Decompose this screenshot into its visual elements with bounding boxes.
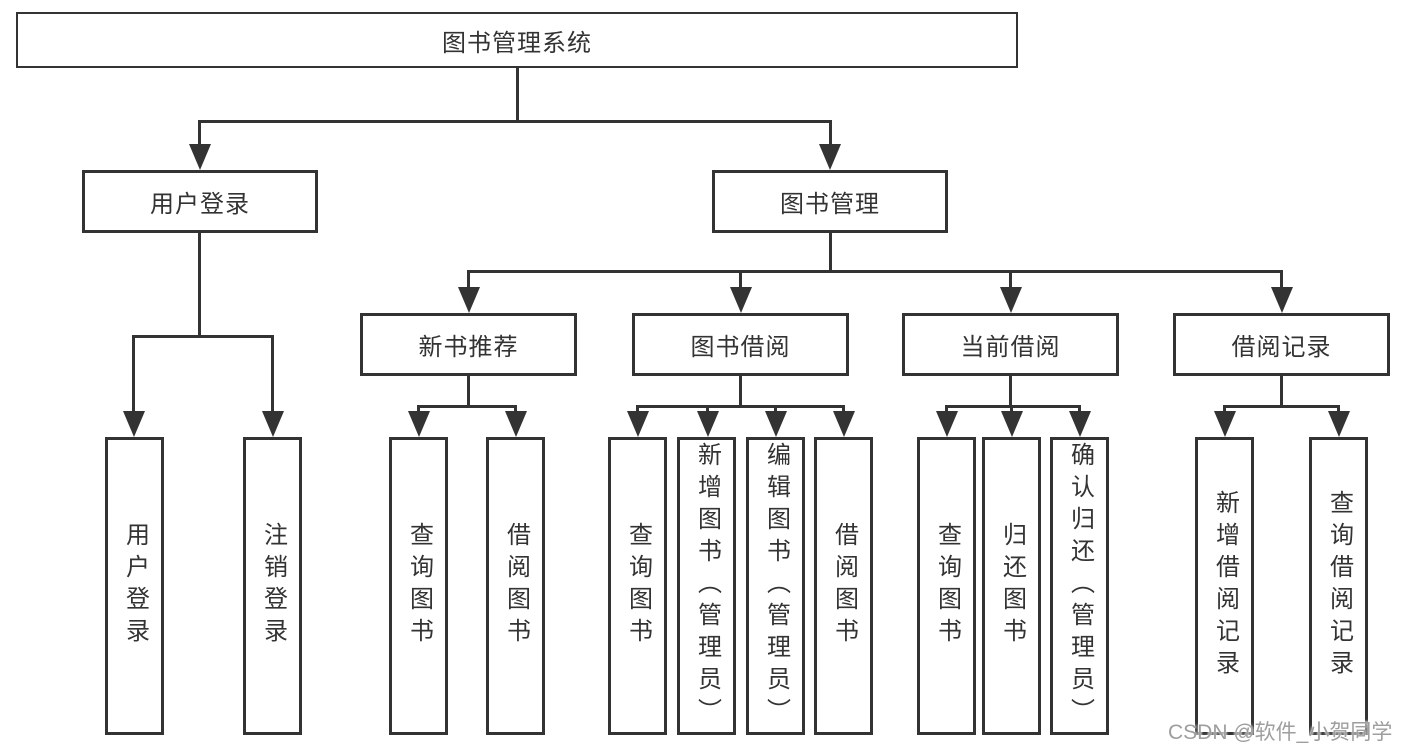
leaf-label: 确认归还（管理员） (1066, 442, 1094, 730)
node-new-book-recommend: 新书推荐 (360, 313, 577, 376)
leaf-label: 借阅图书 (502, 522, 530, 650)
arrow-down-icon (765, 411, 787, 437)
node-book-management: 图书管理 (712, 170, 948, 233)
node-label: 借阅记录 (1231, 334, 1332, 361)
arrow-down-icon (123, 411, 145, 437)
arrow-down-icon (1214, 411, 1236, 437)
connector-line (132, 335, 135, 413)
csdn-watermark: CSDN @软件_小贺同学 (1168, 721, 1393, 744)
node-label: 图书借阅 (690, 334, 791, 361)
node-label: 图书管理 (780, 191, 880, 218)
connector-line (1009, 270, 1012, 290)
connector-line (636, 405, 639, 415)
connector-line (417, 405, 420, 415)
node-label: 当前借阅 (960, 334, 1061, 361)
connector-line (1280, 376, 1283, 407)
node-label: 图书管理系统 (442, 29, 592, 57)
leaf-label: 归还图书 (998, 522, 1026, 650)
arrow-down-icon (1271, 287, 1293, 313)
arrow-down-icon (189, 144, 211, 170)
leaf-label: 借阅图书 (830, 522, 858, 650)
connector-line (706, 405, 709, 415)
leaf-br-add-record: 新增借阅记录 (1195, 437, 1254, 735)
leaf-nb-query-books: 查询图书 (389, 437, 448, 735)
leaf-cb-confirm-return-admin: 确认归还（管理员） (1050, 437, 1109, 735)
leaf-bb-borrow-books: 借阅图书 (814, 437, 873, 735)
node-label: 新书推荐 (418, 334, 519, 361)
connector-line (842, 405, 845, 415)
connector-line (739, 376, 742, 407)
arrow-down-icon (730, 287, 752, 313)
leaf-cb-query-books: 查询图书 (917, 437, 976, 735)
connector-line (829, 233, 832, 272)
arrow-down-icon (458, 287, 480, 313)
leaf-nb-borrow-books: 借阅图书 (486, 437, 545, 735)
connector-line (945, 405, 1081, 408)
leaf-label: 编辑图书（管理员） (762, 442, 790, 730)
connector-line (514, 405, 517, 415)
connector-line (467, 270, 470, 290)
leaf-label: 查询图书 (933, 522, 961, 650)
arrow-down-icon (262, 411, 284, 437)
leaf-logout: 注销登录 (243, 437, 302, 735)
connector-line (516, 68, 519, 120)
connector-line (1078, 405, 1081, 415)
leaf-label: 查询图书 (624, 522, 652, 650)
leaf-bb-edit-book-admin: 编辑图书（管理员） (746, 437, 805, 735)
node-book-borrowing: 图书借阅 (632, 313, 849, 376)
leaf-label: 用户登录 (121, 522, 149, 650)
connector-line (774, 405, 777, 415)
arrow-down-icon (505, 411, 527, 437)
leaf-label: 新增借阅记录 (1211, 490, 1239, 682)
connector-line (945, 405, 948, 415)
connector-line (417, 405, 517, 408)
arrow-down-icon (697, 411, 719, 437)
arrow-down-icon (627, 411, 649, 437)
arrow-down-icon (408, 411, 430, 437)
connector-line (1223, 405, 1339, 408)
leaf-label: 查询借阅记录 (1325, 490, 1353, 682)
arrow-down-icon (1069, 411, 1091, 437)
node-borrowing-records: 借阅记录 (1173, 313, 1390, 376)
arrow-down-icon (936, 411, 958, 437)
leaf-bb-add-book-admin: 新增图书（管理员） (677, 437, 736, 735)
connector-line (198, 120, 832, 123)
leaf-label: 新增图书（管理员） (693, 442, 721, 730)
leaf-label: 查询图书 (405, 522, 433, 650)
arrow-down-icon (1000, 287, 1022, 313)
connector-line (271, 335, 274, 413)
leaf-br-query-record: 查询借阅记录 (1309, 437, 1368, 735)
connector-line (1009, 376, 1012, 407)
arrow-down-icon (1001, 411, 1023, 437)
node-label: 用户登录 (150, 191, 250, 218)
arrow-down-icon (819, 144, 841, 170)
node-user-login: 用户登录 (82, 170, 318, 233)
leaf-label: 注销登录 (259, 522, 287, 650)
connector-line (198, 233, 201, 337)
node-system: 图书管理系统 (16, 12, 1018, 68)
arrow-down-icon (833, 411, 855, 437)
leaf-cb-return-books: 归还图书 (982, 437, 1041, 735)
leaf-user-login: 用户登录 (105, 437, 164, 735)
connector-line (1010, 405, 1013, 415)
connector-line (198, 120, 201, 148)
connector-line (1337, 405, 1340, 415)
connector-line (1280, 270, 1283, 290)
node-current-borrowing: 当前借阅 (902, 313, 1119, 376)
arrow-down-icon (1328, 411, 1350, 437)
connector-line (636, 405, 844, 408)
connector-line (1223, 405, 1226, 415)
connector-line (467, 270, 1283, 273)
connector-line (829, 120, 832, 148)
connector-line (739, 270, 742, 290)
connector-line (132, 335, 274, 338)
leaf-bb-query-books: 查询图书 (608, 437, 667, 735)
connector-line (467, 376, 470, 407)
